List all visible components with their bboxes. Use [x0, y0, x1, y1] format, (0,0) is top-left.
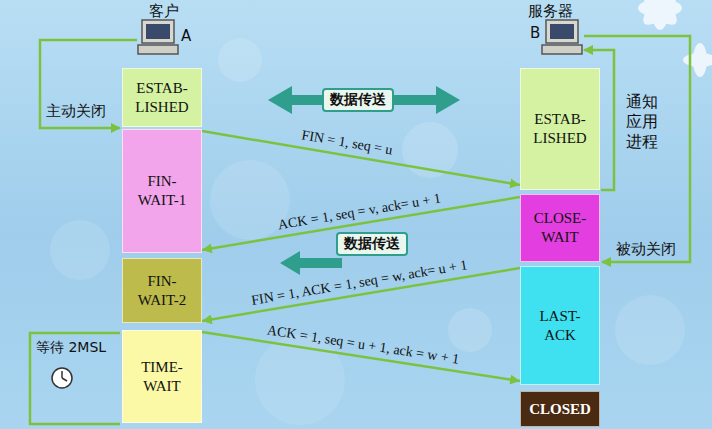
state-name: TIME- WAIT [123, 358, 201, 396]
segment-label: ACK = 1, seq = v, ack= u + 1 [276, 190, 441, 233]
screen [146, 24, 170, 39]
state-box: ESTAB- LISHED [122, 68, 202, 127]
annotation: 等待 2MSL [36, 339, 106, 357]
annotation: A [181, 27, 191, 45]
bubble [615, 295, 685, 365]
base [542, 45, 582, 54]
state-name: CLOSED [521, 400, 599, 419]
bubble [50, 220, 110, 280]
state-name: CLOSE- WAIT [521, 209, 599, 247]
state-box: ESTAB- LISHED [520, 68, 600, 190]
monitor [546, 20, 578, 43]
clock-hand [61, 371, 63, 378]
state-box: TIME- WAIT [122, 330, 202, 423]
annotation: 被动关闭 [616, 240, 676, 259]
bubbles [50, 38, 685, 425]
base [138, 45, 178, 54]
clock-hand [62, 378, 67, 381]
state-box: LAST- ACK [520, 266, 600, 385]
petal [638, 0, 682, 30]
double-arrow [268, 86, 460, 114]
flower [638, 0, 712, 77]
wait-bracket [30, 333, 120, 424]
clock-face [52, 368, 72, 388]
annotation: 主动关闭 [46, 102, 106, 121]
transfer-tag: 数据传送 [336, 232, 408, 256]
left-arrow [280, 251, 342, 275]
data-transfer-arrows [268, 86, 460, 275]
state-name: ESTAB- LISHED [521, 110, 599, 148]
screen [550, 24, 574, 39]
green-leads [30, 36, 690, 424]
state-box: FIN- WAIT-1 [122, 129, 202, 253]
state-box: CLOSED [520, 391, 600, 427]
computer-icon [542, 20, 582, 54]
state-box: FIN- WAIT-2 [122, 258, 202, 323]
petal [683, 53, 712, 67]
monitor [142, 20, 174, 43]
computer-icon [138, 20, 178, 54]
state-name: LAST- ACK [521, 307, 599, 345]
state-name: FIN- WAIT-2 [123, 272, 201, 310]
bubble [218, 38, 262, 82]
transfer-tag: 数据传送 [322, 88, 394, 112]
state-name: FIN- WAIT-1 [123, 172, 201, 210]
bubble [448, 308, 492, 352]
state-name: ESTAB- LISHED [123, 79, 201, 117]
annotation: 客户 [149, 2, 179, 21]
state-box: CLOSE- WAIT [520, 194, 600, 262]
bubble [255, 335, 345, 425]
petal [638, 0, 682, 30]
clock-icon [52, 368, 72, 388]
annotation: 服务器 [528, 2, 573, 21]
annotation: B [530, 24, 540, 42]
annotation: 通知应用进程 [626, 92, 658, 152]
